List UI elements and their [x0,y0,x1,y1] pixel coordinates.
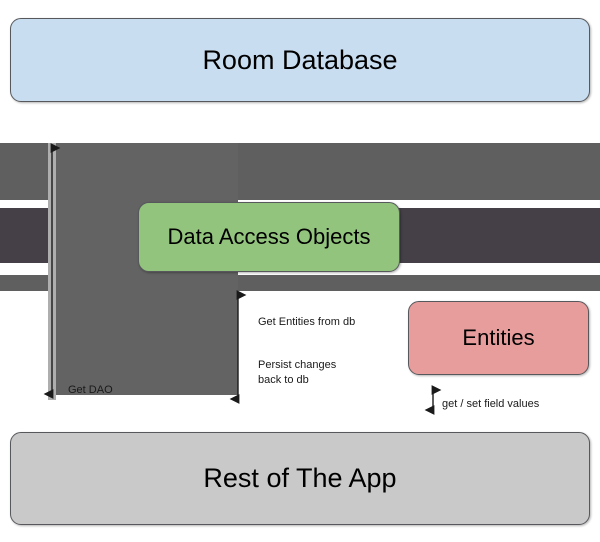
overlay-bar-vertical-light [48,143,56,400]
node-room-database-label: Room Database [202,44,398,75]
connector-get-dao [43,140,62,402]
edge-label-persist-changes-back-to-db: Persist changes back to db [258,359,337,386]
edge-label-get-set-field-values: get / set field values [442,398,540,410]
connector-get-entities-from-db [229,288,248,406]
node-entities-label: Entities [462,325,535,350]
connector-get-set-field-values [424,384,442,416]
node-rest-of-the-app[interactable]: Rest of The App [10,432,590,525]
overlay-band-upper-gray [0,143,600,200]
node-data-access-objects-label: Data Access Objects [167,224,371,249]
node-data-access-objects[interactable]: Data Access Objects [138,202,400,272]
overlay-band-lower-gray [0,275,600,291]
edge-label-get-dao: Get DAO [68,384,113,396]
node-room-database[interactable]: Room Database [10,18,590,102]
node-rest-of-the-app-label: Rest of The App [203,463,397,493]
node-entities[interactable]: Entities [408,301,589,375]
edge-label-get-entities-from-db: Get Entities from db [258,316,356,328]
